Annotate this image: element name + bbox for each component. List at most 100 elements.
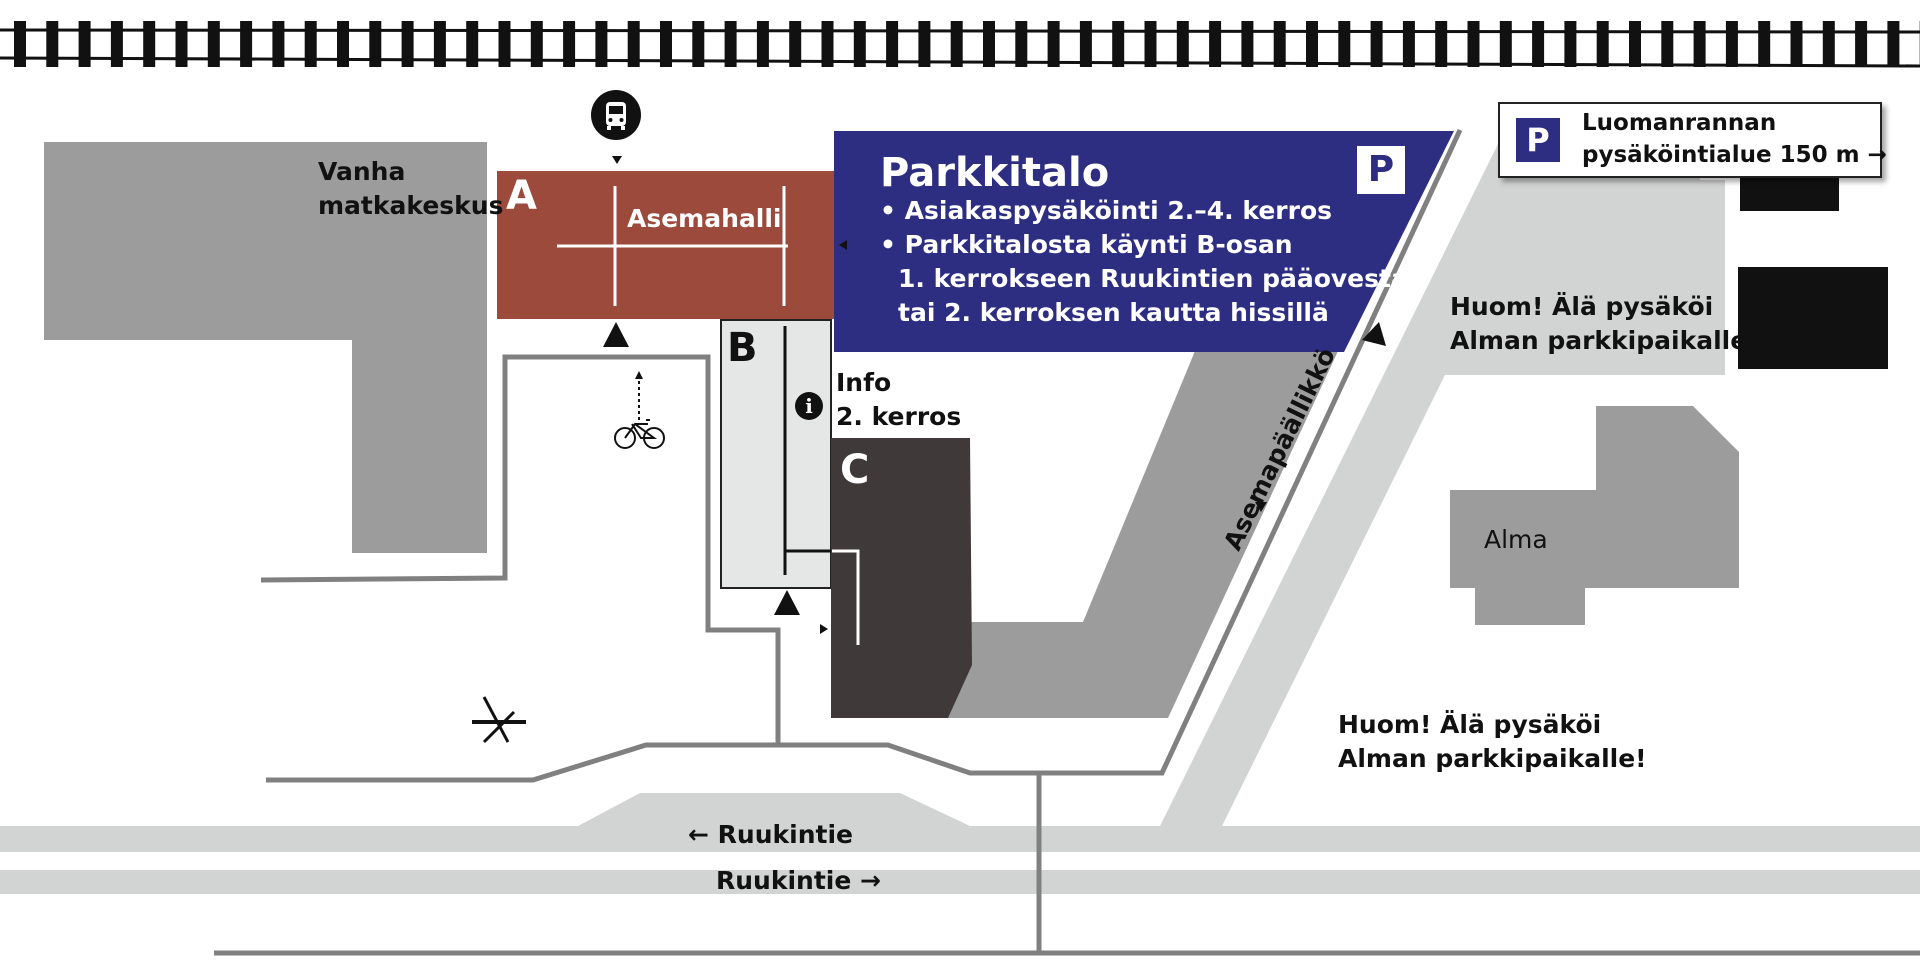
label-matkakeskus: matkakeskus <box>318 191 504 220</box>
parkkitalo-line-2: • Parkkitalosta käynti B-osan <box>880 230 1293 259</box>
railway-tie <box>1079 21 1092 67</box>
railway-tie <box>1338 21 1351 67</box>
railway-tie <box>14 21 26 67</box>
railway-tie <box>304 21 317 67</box>
building-c <box>831 438 972 718</box>
railway-tie <box>1629 21 1641 67</box>
railway-tie <box>692 21 705 67</box>
railway-tie <box>1855 21 1868 67</box>
parkkitalo-building <box>834 131 1454 352</box>
railway-tie <box>1887 21 1900 67</box>
railway-tie <box>1370 21 1383 67</box>
asemahalli-corridors <box>557 186 788 306</box>
railway-tie <box>595 21 608 67</box>
railway-tie <box>1790 21 1803 67</box>
railway-tie <box>498 21 511 67</box>
railway-tie <box>433 21 446 67</box>
railway-tie <box>337 21 349 67</box>
info-icon: i <box>795 392 823 420</box>
label-asemahalli: Asemahalli <box>627 204 782 233</box>
railway-tie <box>756 21 769 67</box>
label-alma: Alma <box>1484 525 1548 554</box>
railway-tie <box>1564 21 1577 67</box>
railway-tie <box>143 21 156 67</box>
label-info-floor: 2. kerros <box>836 402 962 431</box>
railway-tie <box>272 21 285 67</box>
railway-tie <box>853 21 866 67</box>
notice-1-line2: Alman parkkipaikalle! <box>1450 326 1759 355</box>
railway-tie <box>78 21 91 67</box>
railway-tie <box>46 21 59 67</box>
letter-a: A <box>506 173 537 219</box>
label-ruukintie-east: Ruukintie → <box>716 866 881 895</box>
roads <box>0 140 1920 894</box>
railway-tie <box>1112 21 1125 67</box>
railway-tie <box>207 21 220 67</box>
railway-tie <box>1047 21 1060 67</box>
parking-sign-line-1: Luomanrannan <box>1582 110 1777 136</box>
notice-2-line2: Alman parkkipaikalle! <box>1338 744 1647 773</box>
bus-icon <box>591 90 641 140</box>
railway-tie <box>627 21 640 67</box>
railway-tie <box>530 21 543 67</box>
railway-tie <box>1241 21 1254 67</box>
black-block-1 <box>1740 178 1839 211</box>
railway-tie <box>1725 21 1738 67</box>
railway-tie <box>1499 21 1512 67</box>
railway-tie <box>1758 21 1771 67</box>
parking-p-icon: P <box>1516 118 1560 162</box>
railway-tie <box>1209 21 1222 67</box>
railway-tie <box>660 21 672 67</box>
railway-tie <box>1693 21 1706 67</box>
railway-tie <box>918 21 931 67</box>
parking-sign-line-2: pysäköintialue 150 m → <box>1582 142 1887 168</box>
black-block-2 <box>1738 267 1888 369</box>
entrance-markers <box>603 156 1386 634</box>
railway-tie <box>1015 21 1028 67</box>
label-info: Info <box>836 368 892 397</box>
notice-2-line1: Huom! Älä pysäköi <box>1338 710 1602 739</box>
walking-paths <box>214 128 1920 956</box>
railway-tie <box>1435 21 1448 67</box>
railway-tie <box>1273 21 1286 67</box>
letter-b: B <box>727 325 758 371</box>
parkkitalo-line-3: 1. kerrokseen Ruukintien pääovesta <box>898 264 1408 293</box>
parkkitalo-line-1: • Asiakaspysäköinti 2.–4. kerros <box>880 196 1333 225</box>
railway-tie <box>1402 21 1415 67</box>
railway-tie <box>563 21 576 67</box>
bicycle-icon <box>614 371 665 449</box>
parking-p-badge: P <box>1357 146 1405 194</box>
railway-tie <box>724 21 737 67</box>
railway-tie <box>1822 21 1835 67</box>
railway-tie <box>240 21 253 67</box>
railway-tie <box>1532 21 1545 67</box>
railway-tie <box>886 21 899 67</box>
railway-tie <box>983 21 995 67</box>
railway-tie <box>1176 21 1189 67</box>
railway-tie <box>1306 21 1318 67</box>
railway-tie <box>369 21 382 67</box>
railway-tie <box>1144 21 1157 67</box>
railway-tie <box>821 21 834 67</box>
railway-tie <box>466 21 479 67</box>
parkkitalo-title: Parkkitalo <box>880 150 1110 196</box>
buildings-gray <box>44 142 1739 718</box>
label-ruukintie-west: ← Ruukintie <box>688 820 853 849</box>
parkkitalo-line-4: tai 2. kerroksen kautta hissillä <box>898 298 1329 327</box>
railway-tie <box>789 21 802 67</box>
railway-track <box>0 21 1920 68</box>
railway-tie <box>110 21 123 67</box>
crossed-marker-icon <box>472 696 526 744</box>
label-vanha: Vanha <box>318 157 406 186</box>
letter-c: C <box>840 447 870 493</box>
railway-tie <box>175 21 188 67</box>
railway-tie <box>950 21 963 67</box>
railway-tie <box>1661 21 1674 67</box>
parking-direction-sign: P Luomanrannan pysäköintialue 150 m → <box>1498 102 1887 178</box>
railway-tie <box>1467 21 1480 67</box>
railway-tie <box>401 21 414 67</box>
building-b <box>720 319 832 589</box>
notice-1-line1: Huom! Älä pysäköi <box>1450 292 1714 321</box>
railway-tie <box>1596 21 1609 67</box>
